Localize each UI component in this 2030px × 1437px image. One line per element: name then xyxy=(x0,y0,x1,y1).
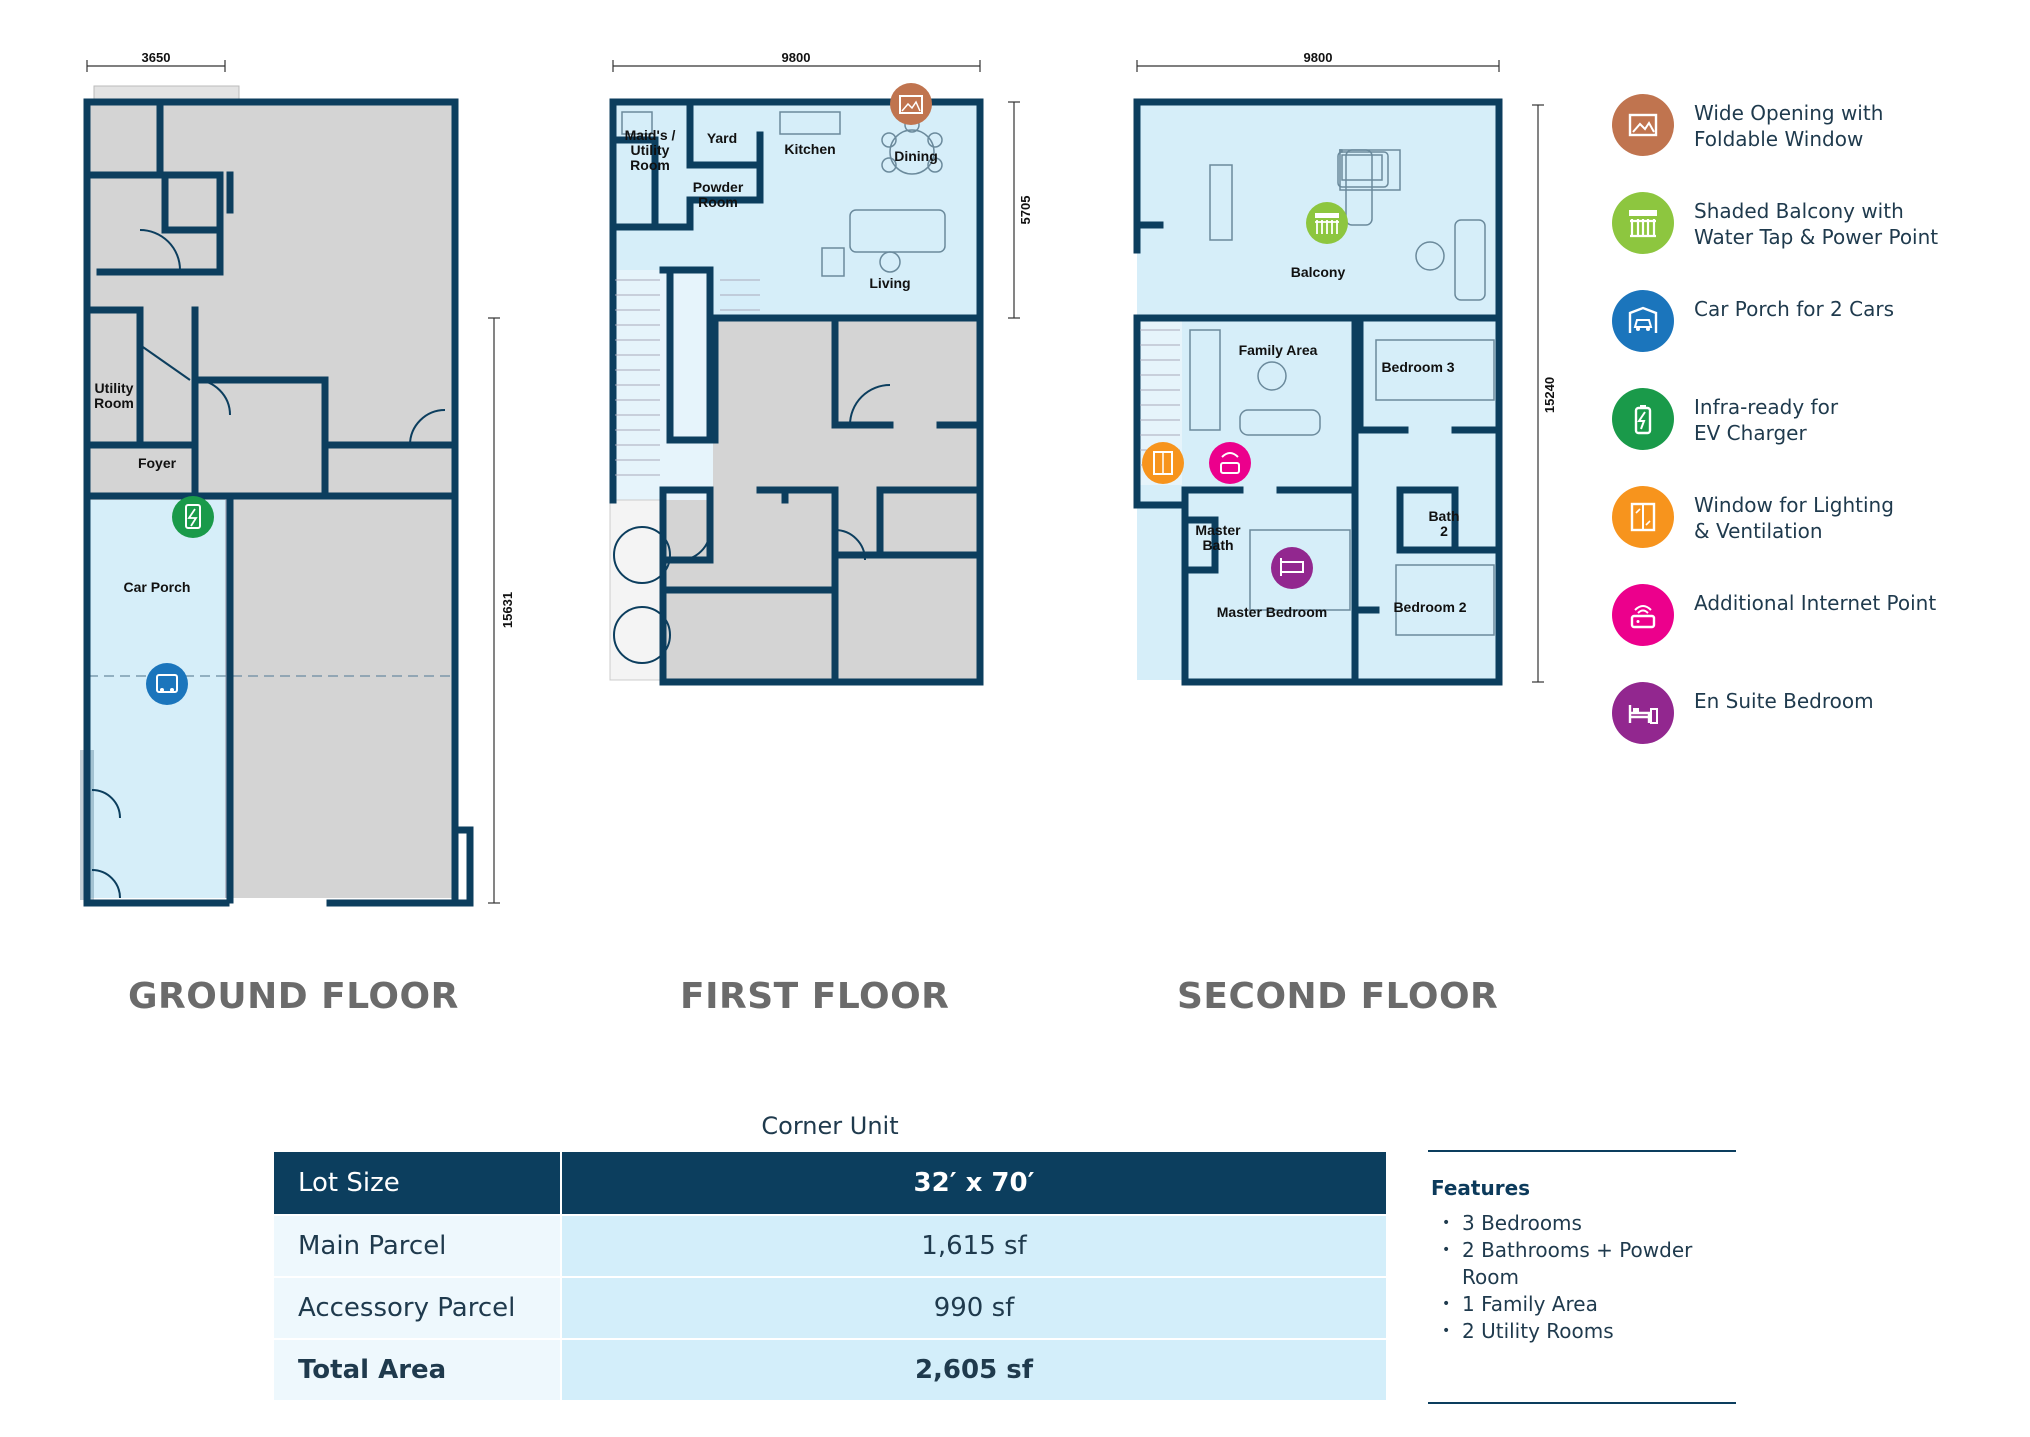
bed-icon xyxy=(1612,682,1674,744)
room-label: Car Porch xyxy=(124,579,191,595)
legend-text: Infra-ready for EV Charger xyxy=(1694,395,1839,445)
legend-text: Shaded Balcony with Water Tap & Power Po… xyxy=(1694,199,1939,249)
ventilation-window-marker xyxy=(1142,442,1184,484)
legend-text: En Suite Bedroom xyxy=(1694,689,1874,713)
unit-caption: Corner Unit xyxy=(761,1112,899,1140)
features-title: Features xyxy=(1431,1176,1531,1200)
room-label: Kitchen xyxy=(784,141,835,157)
table-row: Accessory Parcel 990 sf xyxy=(274,1276,1386,1339)
router-icon xyxy=(1612,584,1674,646)
list-item: 1 Family Area xyxy=(1442,1291,1736,1318)
car-porch-marker xyxy=(146,663,188,705)
list-item: 3 Bedrooms xyxy=(1442,1210,1736,1237)
spec-label: Main Parcel xyxy=(274,1214,561,1277)
room-label: Dining xyxy=(894,148,938,164)
room-label: Bedroom 3 xyxy=(1381,359,1454,375)
battery-icon xyxy=(1612,388,1674,450)
legend-item: Infra-ready for EV Charger xyxy=(1612,388,2012,458)
car-icon xyxy=(1612,290,1674,352)
window-frame-icon xyxy=(1612,94,1674,156)
window-icon xyxy=(1612,486,1674,548)
first-width-dimension: 9800 xyxy=(782,50,811,65)
spec-label: Accessory Parcel xyxy=(274,1276,561,1339)
legend-text: Car Porch for 2 Cars xyxy=(1694,297,1894,321)
unit-spec-table: Lot Size 32′ x 70′ Main Parcel 1,615 sf … xyxy=(274,1152,1386,1400)
features-panel: Features 3 Bedrooms 2 Bathrooms + Powder… xyxy=(1428,1150,1736,1404)
room-label: Foyer xyxy=(138,455,177,471)
en-suite-marker xyxy=(1271,547,1313,589)
second-floor-title: SECOND FLOOR xyxy=(1177,976,1499,1017)
internet-point-marker xyxy=(1209,442,1251,484)
spec-label: Total Area xyxy=(274,1338,561,1400)
balcony-marker xyxy=(1306,202,1348,244)
legend-item: Window for Lighting & Ventilation xyxy=(1612,486,2012,556)
legend-text: Wide Opening with Foldable Window xyxy=(1694,101,1884,151)
room-label: Bedroom 2 xyxy=(1393,599,1466,615)
legend-item: Wide Opening with Foldable Window xyxy=(1612,94,2012,164)
room-label: Master Bedroom xyxy=(1217,604,1327,620)
table-row: Total Area 2,605 sf xyxy=(274,1338,1386,1400)
spec-value: 1,615 sf xyxy=(560,1214,1386,1277)
legend-text: Window for Lighting & Ventilation xyxy=(1694,493,1894,543)
balcony-icon xyxy=(1612,192,1674,254)
features-list: 3 Bedrooms 2 Bathrooms + Powder Room 1 F… xyxy=(1428,1210,1736,1345)
legend-item: En Suite Bedroom xyxy=(1612,682,2012,752)
legend-item: Additional Internet Point xyxy=(1612,584,2012,654)
foldable-window-marker xyxy=(890,83,932,125)
room-label: Living xyxy=(869,275,910,291)
first-height-dimension: 5705 xyxy=(1018,196,1033,225)
first-stairs xyxy=(615,279,760,476)
room-label: Yard xyxy=(707,130,737,146)
list-item: 2 Utility Rooms xyxy=(1442,1318,1736,1345)
floor-plans: .wall { stroke: #0c3e5e; stroke-width: 7… xyxy=(80,50,1557,907)
spec-value: 990 sf xyxy=(560,1276,1386,1339)
second-width-dimension: 9800 xyxy=(1304,50,1333,65)
spec-value: 2,605 sf xyxy=(560,1338,1386,1400)
ev-charger-marker xyxy=(172,496,214,538)
first-floor-title: FIRST FLOOR xyxy=(680,976,950,1017)
legend-text: Additional Internet Point xyxy=(1694,591,1937,615)
room-label: Family Area xyxy=(1239,342,1318,358)
spec-value: 32′ x 70′ xyxy=(560,1152,1386,1215)
legend-item: Shaded Balcony with Water Tap & Power Po… xyxy=(1612,192,2012,262)
second-height-dimension: 15240 xyxy=(1542,377,1557,413)
ground-width-dimension: 3650 xyxy=(142,50,171,65)
table-row: Lot Size 32′ x 70′ xyxy=(274,1152,1386,1215)
ground-height-dimension: 15631 xyxy=(500,592,515,628)
ground-floor-title: GROUND FLOOR xyxy=(128,976,459,1017)
table-row: Main Parcel 1,615 sf xyxy=(274,1214,1386,1277)
room-label: Balcony xyxy=(1291,264,1346,280)
second-floor-plan: 9800 15240 Balcony Family Area Bedroom 3… xyxy=(1133,50,1557,686)
spec-label: Lot Size xyxy=(274,1152,561,1215)
list-item: 2 Bathrooms + Powder Room xyxy=(1442,1237,1736,1291)
legend-item: Car Porch for 2 Cars xyxy=(1612,290,2012,360)
